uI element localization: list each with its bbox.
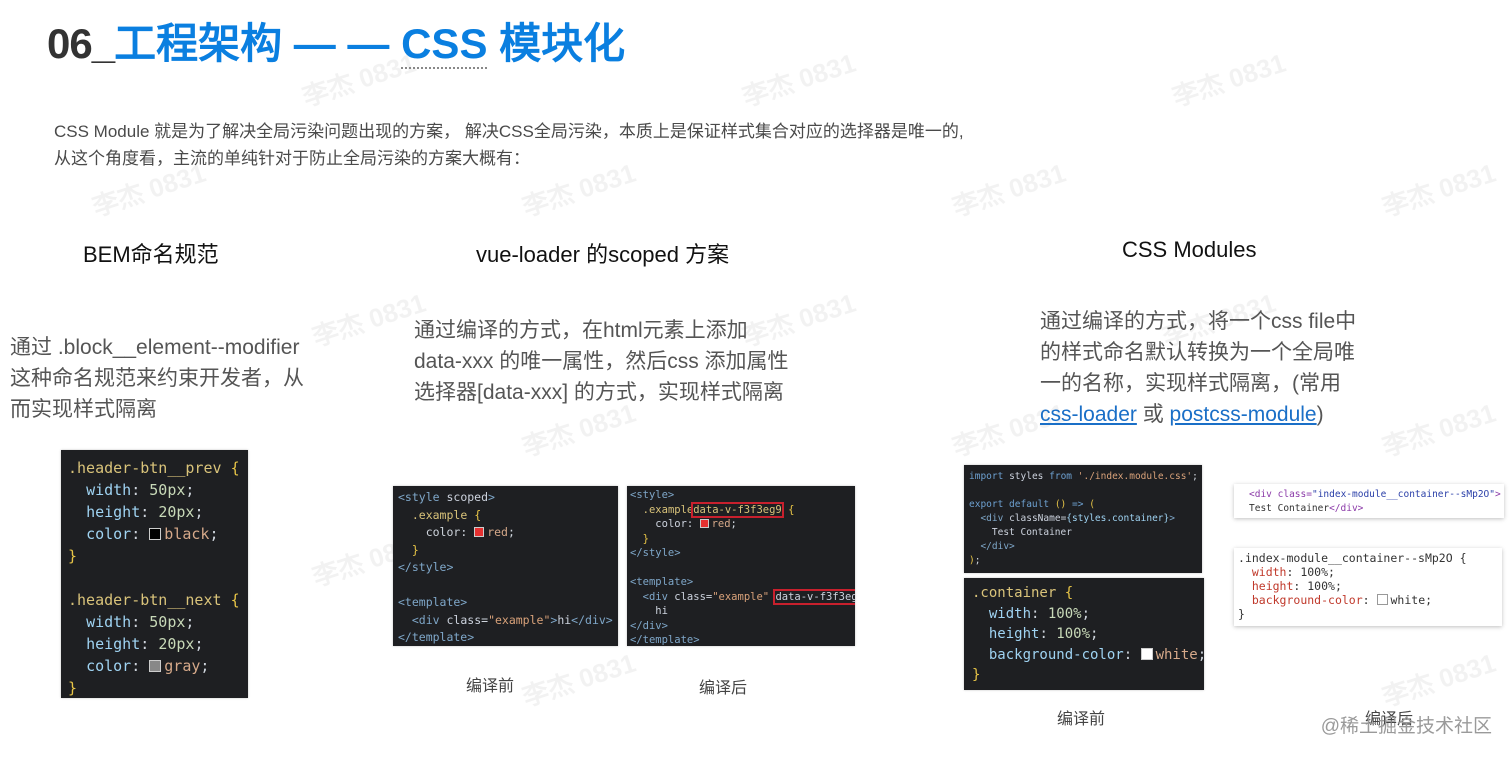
color-swatch-icon <box>1140 647 1153 660</box>
cssmodules-description: 通过编译的方式，将一个css file中 的样式命名默认转换为一个全局唯 一的名… <box>1040 306 1356 430</box>
desc-line: data-xxx 的唯一属性，然后css 添加属性 <box>414 350 789 373</box>
section-heading-cssmodules: CSS Modules <box>1122 237 1257 262</box>
title-suffix: 模块化 <box>487 20 626 67</box>
watermark: 李杰 0831 <box>1378 157 1500 223</box>
vue-before-code-block: <style scoped> .example { color: red; } … <box>393 486 618 646</box>
color-swatch-icon <box>474 527 485 537</box>
cssmodules-css-code-block: .container { width: 100%; height: 100%; … <box>964 578 1204 690</box>
vue-after-code-block: <style> .exampledata-v-f3f3eg9 { color: … <box>627 486 855 646</box>
watermark: 李杰 0831 <box>518 647 640 713</box>
watermark: 李杰 0831 <box>738 47 860 113</box>
footer-watermark: @稀土掘金技术社区 <box>1320 716 1492 737</box>
color-swatch-icon <box>1376 594 1388 605</box>
intro-line: 从这个角度看，主流的单纯针对于防止全局污染的方案大概有： <box>54 149 530 168</box>
title-number: 06_ <box>47 20 115 67</box>
color-swatch-icon <box>149 528 162 540</box>
desc-line: css-loader 或 postcss-module) <box>1040 399 1356 430</box>
generated-class: index-module__container--sMp2O <box>1244 551 1453 565</box>
intro-line: CSS Module 就是为了解决全局污染问题出现的方案， 解决CSS全局污染，… <box>54 122 964 141</box>
cssmodules-js-code-block: import styles from './index.module.css';… <box>964 465 1202 573</box>
code-value: 50px <box>149 613 186 631</box>
desc-line: 选择器[data-xxx] 的方式，实现样式隔离 <box>414 381 784 404</box>
code-value: black <box>164 525 210 543</box>
watermark: 李杰 0831 <box>1378 647 1500 713</box>
intro-paragraph: CSS Module 就是为了解决全局污染问题出现的方案， 解决CSS全局污染，… <box>54 118 964 172</box>
section-heading-bem: BEM命名规范 <box>83 242 219 267</box>
section-heading-vue: vue-loader 的scoped 方案 <box>476 242 730 267</box>
desc-line: 这种命名规范来约束开发者，从 <box>10 367 304 390</box>
bem-description: 通过 .block__element--modifier 这种命名规范来约束开发… <box>10 332 304 425</box>
cssmodules-before-caption: 编译前 <box>1057 711 1106 728</box>
desc-line: 的样式命名默认转换为一个全局唯 <box>1040 341 1355 364</box>
watermark: 李杰 0831 <box>1378 397 1500 463</box>
desc-line: 通过 .block__element--modifier <box>10 336 300 359</box>
code-value: 20px <box>158 503 195 521</box>
desc-line: 一的名称，实现样式隔离，(常用 <box>1040 372 1341 395</box>
color-swatch-icon <box>699 519 709 528</box>
desc-line: 通过编译的方式，在html元素上添加 <box>414 319 748 342</box>
vue-before-caption: 编译前 <box>466 678 515 695</box>
page-title: 06_工程架构 — — CSS 模块化 <box>47 18 625 70</box>
generated-class: index-module__container--sMp2O <box>1317 489 1490 500</box>
cssmodules-after-html: <div class="index-module__container--sMp… <box>1234 484 1504 518</box>
watermark: 李杰 0831 <box>948 157 1070 223</box>
watermark: 李杰 0831 <box>308 287 430 353</box>
code-selector: .header-btn__next <box>68 591 222 609</box>
close-paren: ) <box>1316 403 1324 426</box>
or-text: 或 <box>1136 403 1170 426</box>
cssmodules-after-css: .index-module__container--sMp2O { width:… <box>1234 548 1502 626</box>
vue-description: 通过编译的方式，在html元素上添加 data-xxx 的唯一属性，然后css … <box>414 315 789 408</box>
cssmodules-after-caption: 编译后 <box>1365 711 1414 728</box>
desc-line: 而实现样式隔离 <box>10 398 157 421</box>
code-value: 50px <box>149 481 186 499</box>
postcss-module-link[interactable]: postcss-module <box>1169 403 1317 426</box>
desc-line: 通过编译的方式，将一个css file中 <box>1040 310 1357 333</box>
css-loader-link[interactable]: css-loader <box>1040 403 1137 426</box>
scope-attribute-selector: data-v-f3f3eg9 <box>691 501 784 518</box>
title-css: CSS <box>401 20 488 69</box>
color-swatch-icon <box>149 660 162 672</box>
code-value: gray <box>164 657 201 675</box>
title-text: 工程架构 — — <box>114 20 402 67</box>
bem-code-block: .header-btn__prev { width: 50px; height:… <box>61 450 248 698</box>
watermark: 李杰 0831 <box>1168 47 1290 113</box>
code-selector: .header-btn__prev <box>68 459 222 477</box>
code-value: 20px <box>158 635 195 653</box>
vue-after-caption: 编译后 <box>699 680 748 697</box>
scope-attribute: data-v-f3f3eg9 <box>773 588 855 605</box>
